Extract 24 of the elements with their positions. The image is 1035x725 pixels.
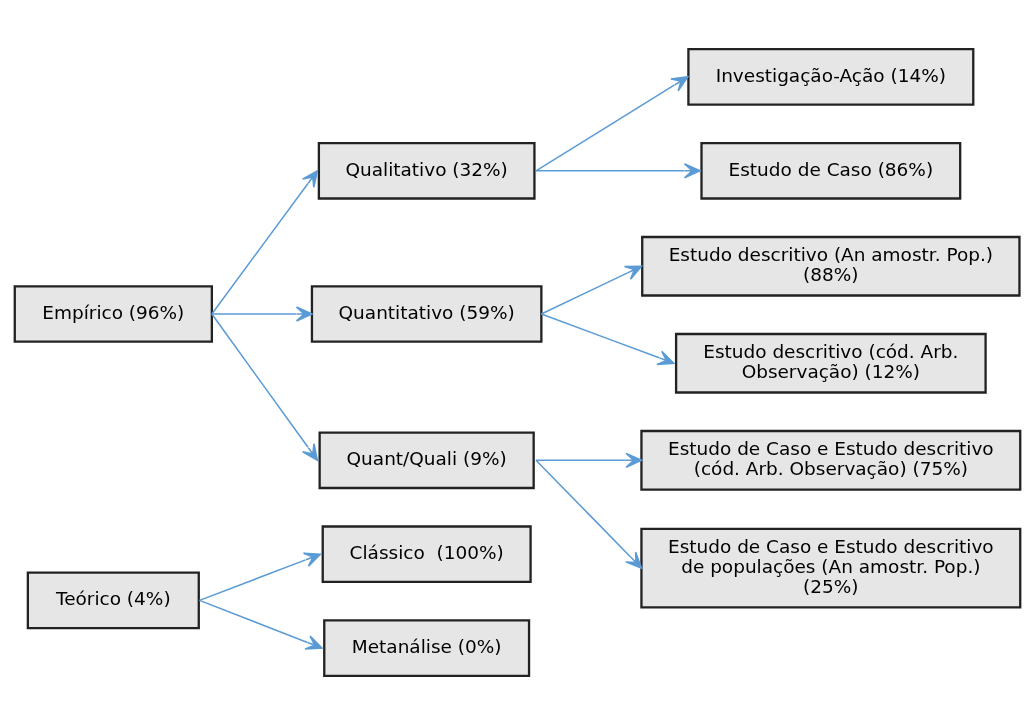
arrow	[211, 306, 313, 322]
node-box: Investigação-Ação (14%)	[687, 48, 975, 106]
arrow	[198, 552, 322, 602]
arrow	[535, 76, 689, 172]
node-box: Quantitativo (59%)	[310, 285, 543, 343]
arrow	[535, 459, 643, 569]
arrow	[211, 313, 319, 462]
node-box: Teórico (4%)	[26, 571, 200, 630]
arrow	[211, 170, 319, 315]
node-box: Qualitativo (32%)	[317, 141, 536, 200]
node-box: Estudo descritivo (cód. Arb. Observação) (12%)	[674, 332, 987, 394]
node-box: Clássico (100%)	[321, 525, 532, 584]
arrow	[198, 599, 323, 650]
node-box: Estudo descritivo (An amostr. Pop.) (88%)	[641, 235, 1021, 297]
arrow	[535, 452, 643, 468]
node-box: Estudo de Caso e Estudo descritivo (cód. Arb. Observação) (75%)	[640, 429, 1022, 491]
node-box: Quant/Quali (9%)	[318, 431, 535, 490]
node-box: Metanálise (0%)	[323, 619, 531, 677]
node-box: Estudo de Caso (86%)	[700, 141, 962, 200]
node-box: Empírico (96%)	[13, 285, 213, 343]
node-box: Estudo de Caso e Estudo descritivo de populações (An amostr. Pop.) (25%)	[640, 527, 1022, 609]
arrow	[540, 313, 675, 366]
arrow	[540, 265, 643, 315]
arrow	[535, 163, 701, 179]
